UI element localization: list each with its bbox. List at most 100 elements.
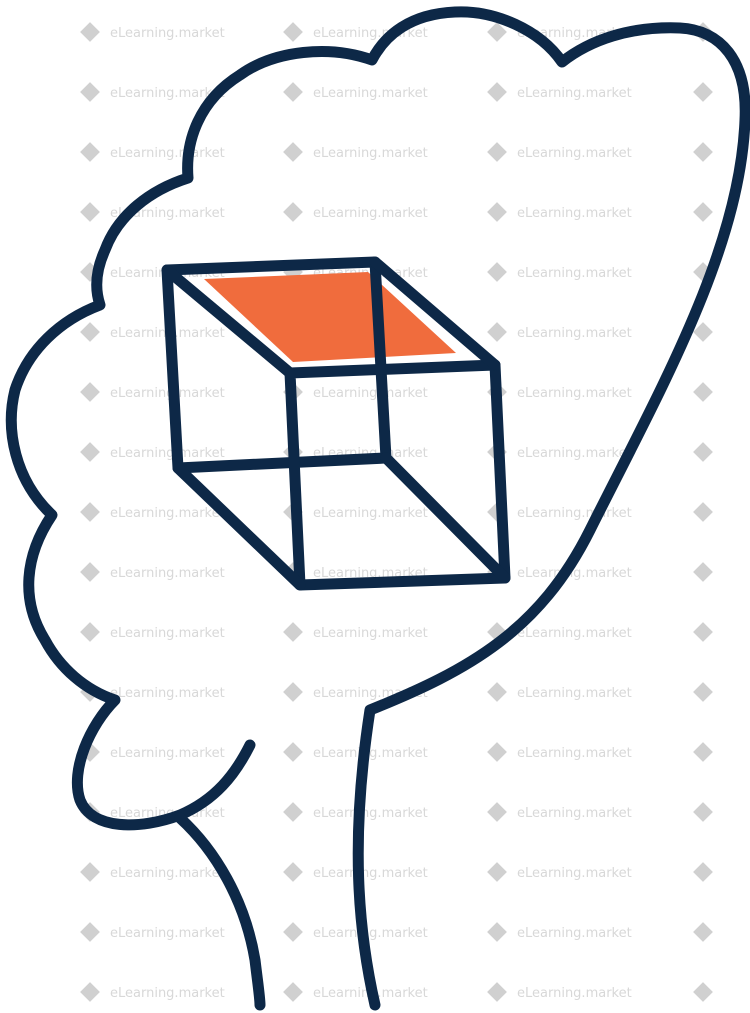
- watermark-text: eLearning.market: [517, 506, 632, 521]
- watermark-diamond-icon: [693, 742, 713, 762]
- watermark-diamond-icon: [693, 922, 713, 942]
- cube-top-face: [204, 272, 456, 362]
- watermark-text: eLearning.market: [517, 866, 632, 881]
- watermark-diamond-icon: [693, 202, 713, 222]
- watermark-diamond-icon: [283, 622, 303, 642]
- watermark-diamond-icon: [693, 502, 713, 522]
- watermark-text: eLearning.market: [110, 686, 225, 701]
- head-contour: [5, 6, 750, 1011]
- watermark-diamond-icon: [487, 862, 507, 882]
- cube-edge-bottom-right: [380, 452, 511, 584]
- watermark-text: eLearning.market: [517, 446, 632, 461]
- watermark-text: eLearning.market: [313, 506, 428, 521]
- cube-edge-top-right: [369, 256, 501, 371]
- watermark-text: eLearning.market: [313, 206, 428, 221]
- cube-edge-bottom-left: [172, 462, 306, 591]
- watermark-diamond-icon: [693, 802, 713, 822]
- watermark-diamond-icon: [487, 922, 507, 942]
- watermark-diamond-icon: [693, 562, 713, 582]
- watermark-text: eLearning.market: [517, 146, 632, 161]
- watermark-text: eLearning.market: [313, 386, 428, 401]
- watermark-text: eLearning.market: [313, 926, 428, 941]
- watermark-diamond-icon: [283, 922, 303, 942]
- watermark-diamond-icon: [283, 142, 303, 162]
- watermark-text: eLearning.market: [313, 746, 428, 761]
- watermark-diamond-icon: [80, 442, 100, 462]
- watermark-diamond-icon: [283, 202, 303, 222]
- watermark-diamond-icon: [693, 82, 713, 102]
- watermark-text: eLearning.market: [110, 86, 225, 101]
- watermark-diamond-icon: [80, 562, 100, 582]
- watermark-diamond-icon: [693, 382, 713, 402]
- watermark-text: eLearning.market: [517, 686, 632, 701]
- watermark-diamond-icon: [80, 382, 100, 402]
- watermark-diamond-icon: [693, 622, 713, 642]
- watermark-text: eLearning.market: [517, 86, 632, 101]
- watermark-text: eLearning.market: [110, 146, 225, 161]
- watermark-text: eLearning.market: [517, 386, 632, 401]
- watermark-diamond-icon: [80, 922, 100, 942]
- neck-line: [174, 812, 266, 1011]
- watermark-text: eLearning.market: [313, 806, 428, 821]
- watermark-text: eLearning.market: [110, 506, 225, 521]
- watermark-diamond-icon: [487, 742, 507, 762]
- watermark-diamond-icon: [487, 982, 507, 1002]
- watermark-text: eLearning.market: [517, 986, 632, 1001]
- cube-edge-top-left: [161, 264, 296, 379]
- watermark-diamond-icon: [80, 202, 100, 222]
- watermark-diamond-icon: [80, 862, 100, 882]
- watermark-text: eLearning.market: [313, 86, 428, 101]
- watermark-diamond-icon: [487, 202, 507, 222]
- watermark-diamond-icon: [693, 982, 713, 1002]
- watermark-text: eLearning.market: [517, 326, 632, 341]
- watermark-text: eLearning.market: [517, 746, 632, 761]
- cube-icon: [161, 256, 511, 591]
- watermark-diamond-icon: [487, 262, 507, 282]
- watermark-text: eLearning.market: [110, 746, 225, 761]
- watermark-diamond-icon: [487, 22, 507, 42]
- watermark-text: eLearning.market: [110, 626, 225, 641]
- watermark-diamond-icon: [80, 622, 100, 642]
- watermark-text: eLearning.market: [517, 266, 632, 281]
- watermark-diamond-icon: [487, 802, 507, 822]
- watermark-diamond-icon: [487, 142, 507, 162]
- watermark-diamond-icon: [283, 802, 303, 822]
- watermark-text: eLearning.market: [313, 626, 428, 641]
- watermark-text: eLearning.market: [110, 986, 225, 1001]
- watermark-diamond-icon: [80, 142, 100, 162]
- watermark-layer: eLearning.market eLearning.market eLearnin…: [80, 22, 713, 1002]
- watermark-text: eLearning.market: [517, 806, 632, 821]
- watermark-diamond-icon: [693, 442, 713, 462]
- watermark-diamond-icon: [80, 82, 100, 102]
- watermark-text: eLearning.market: [517, 926, 632, 941]
- watermark-text: eLearning.market: [110, 386, 225, 401]
- watermark-diamond-icon: [80, 322, 100, 342]
- watermark-text: eLearning.market: [110, 446, 225, 461]
- watermark-diamond-icon: [80, 982, 100, 1002]
- watermark-text: eLearning.market: [517, 206, 632, 221]
- watermark-diamond-icon: [693, 142, 713, 162]
- watermark-text: eLearning.market: [110, 926, 225, 941]
- watermark-diamond-icon: [283, 862, 303, 882]
- watermark-text: eLearning.market: [110, 26, 225, 41]
- watermark-text: eLearning.market: [313, 866, 428, 881]
- watermark-diamond-icon: [283, 742, 303, 762]
- watermark-text: eLearning.market: [313, 146, 428, 161]
- watermark-diamond-icon: [693, 862, 713, 882]
- watermark-diamond-icon: [283, 982, 303, 1002]
- watermark-text: eLearning.market: [517, 626, 632, 641]
- watermark-diamond-icon: [693, 682, 713, 702]
- head-outline: [5, 6, 750, 1011]
- watermark-diamond-icon: [487, 322, 507, 342]
- watermark-text: eLearning.market: [517, 566, 632, 581]
- watermark-diamond-icon: [283, 22, 303, 42]
- watermark-diamond-icon: [693, 322, 713, 342]
- watermark-text: eLearning.market: [110, 866, 225, 881]
- watermark-diamond-icon: [283, 682, 303, 702]
- watermark-diamond-icon: [80, 22, 100, 42]
- watermark-text: eLearning.market: [110, 566, 225, 581]
- watermark-diamond-icon: [487, 682, 507, 702]
- watermark-diamond-icon: [487, 82, 507, 102]
- watermark-diamond-icon: [80, 502, 100, 522]
